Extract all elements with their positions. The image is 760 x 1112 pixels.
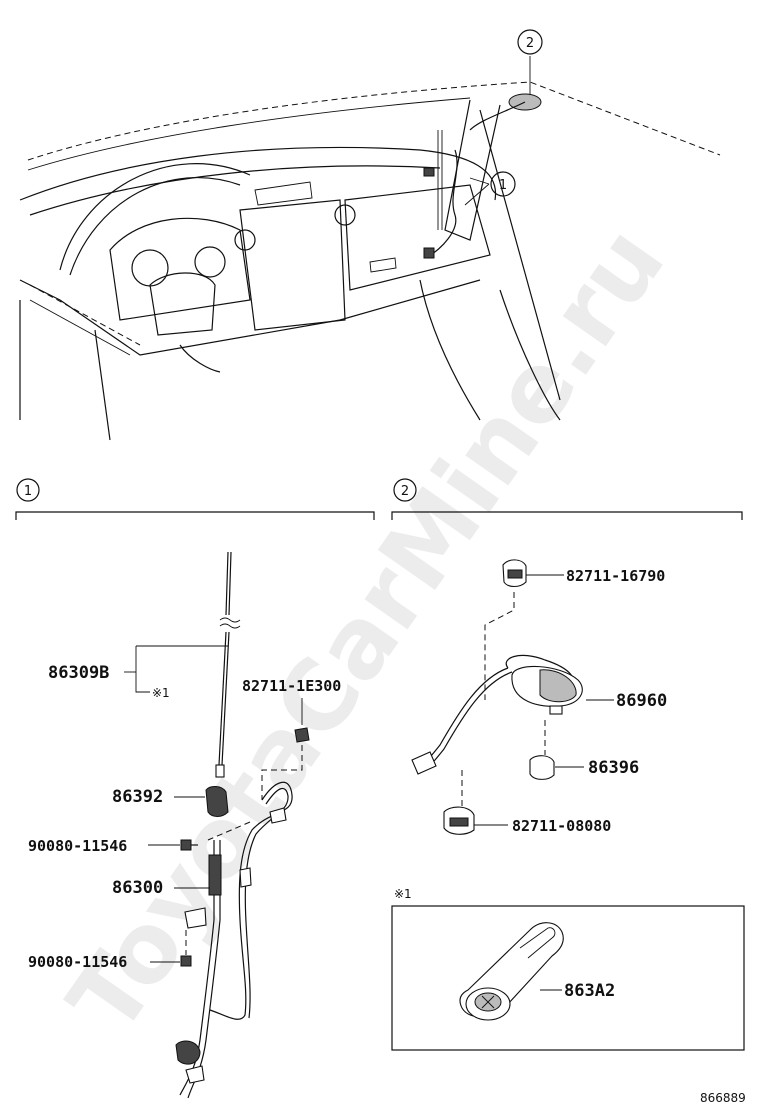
antenna-cable-86300	[175, 781, 293, 1099]
label-90080-11546-lower: 90080-11546	[28, 953, 127, 971]
label-90080-11546-upper: 90080-11546	[28, 837, 127, 855]
wrench-863a2	[459, 922, 564, 1021]
label-82711-08080: 82711-08080	[512, 817, 611, 835]
dashboard-overview	[19, 56, 721, 441]
svg-text:1: 1	[499, 178, 507, 193]
note-mark-1: ※1	[152, 686, 170, 700]
film-antenna-86960	[411, 654, 583, 775]
overview-callout-2: 2	[517, 29, 543, 55]
svg-text:2: 2	[401, 484, 409, 499]
inset-note-mark: ※1	[394, 887, 412, 901]
label-863a2: 863A2	[564, 981, 615, 1001]
svg-text:2: 2	[526, 36, 534, 51]
label-86960: 86960	[616, 691, 667, 711]
inset-box	[391, 905, 745, 1051]
section-1-header: 1	[15, 478, 375, 520]
svg-text:1: 1	[24, 484, 32, 499]
overview-callout-1: 1	[490, 171, 516, 197]
diagram-id: 866889	[700, 1091, 746, 1105]
label-86300: 86300	[112, 878, 163, 898]
label-86392: 86392	[112, 787, 163, 807]
label-86396: 86396	[588, 758, 639, 778]
label-82711-1e300: 82711-1E300	[242, 677, 341, 695]
label-86309b: 86309B	[48, 663, 109, 683]
antenna-rod-86309b	[215, 551, 241, 778]
watermark: ToyotaCarMine.ru	[47, 207, 686, 1053]
label-82711-16790: 82711-16790	[566, 567, 665, 585]
section-2-header: 2	[391, 478, 743, 520]
